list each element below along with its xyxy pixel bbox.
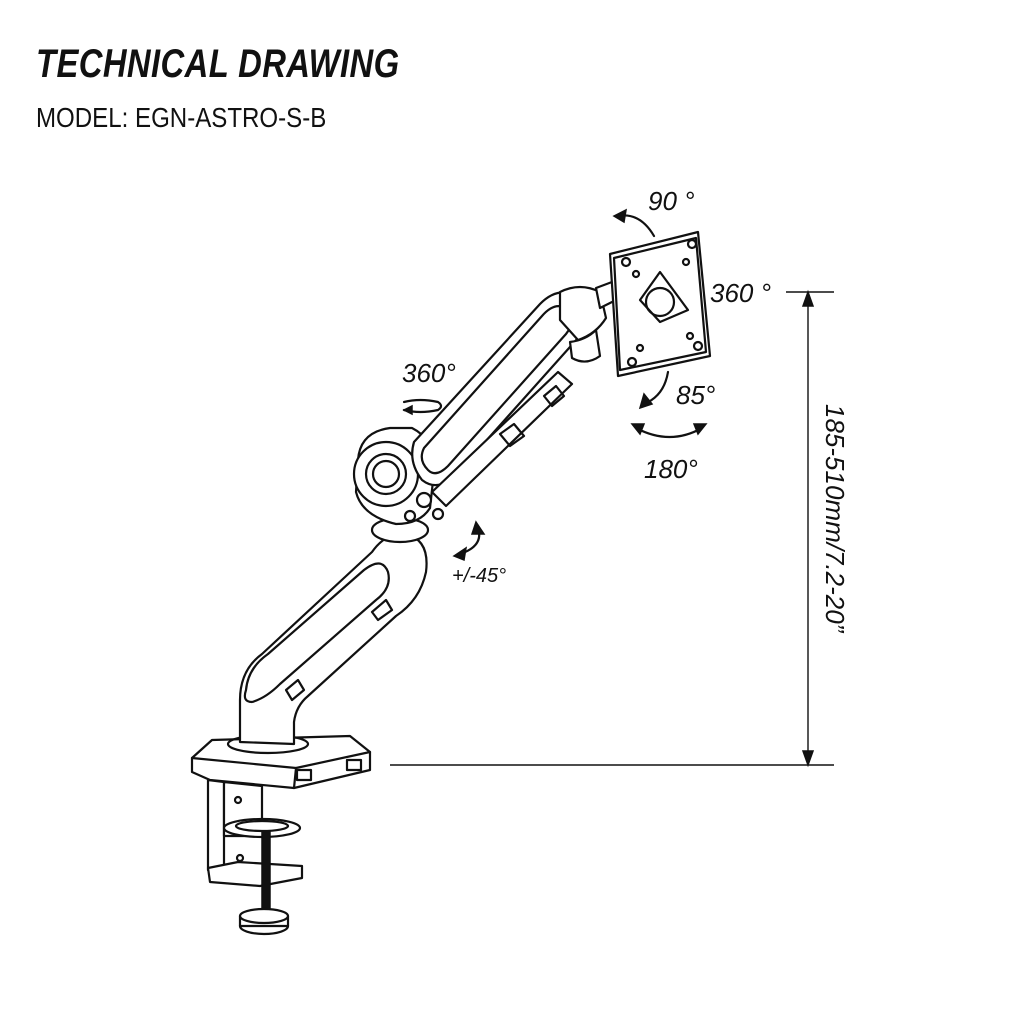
plate-rotate-label: 360 ° [710, 278, 771, 308]
plate-tilt-down-label: 85° [676, 380, 715, 410]
lower-arm-tilt-label: +/-45° [452, 565, 506, 587]
upper-arm [403, 280, 618, 523]
desk-clamp [190, 734, 372, 936]
plate-swivel-arrow [630, 423, 708, 438]
plate-swivel-label: 180° [644, 454, 698, 484]
plate-tilt-down-arrow [638, 370, 670, 410]
lower-arm [226, 532, 428, 755]
lower-arm-tilt-arrow [452, 520, 486, 562]
vesa-plate [608, 230, 712, 378]
height-range-label: 185-510mm/7.2-20” [820, 404, 850, 634]
model-label: MODEL: EGN-ASTRO-S-B [36, 102, 327, 133]
arm-rotate-label: 360° [402, 358, 456, 388]
plate-tilt-up-label: 90 ° [648, 186, 695, 216]
height-dimension [390, 289, 834, 768]
page-title: TECHNICAL DRAWING [36, 42, 400, 86]
plate-tilt-up-arrow [612, 208, 656, 238]
